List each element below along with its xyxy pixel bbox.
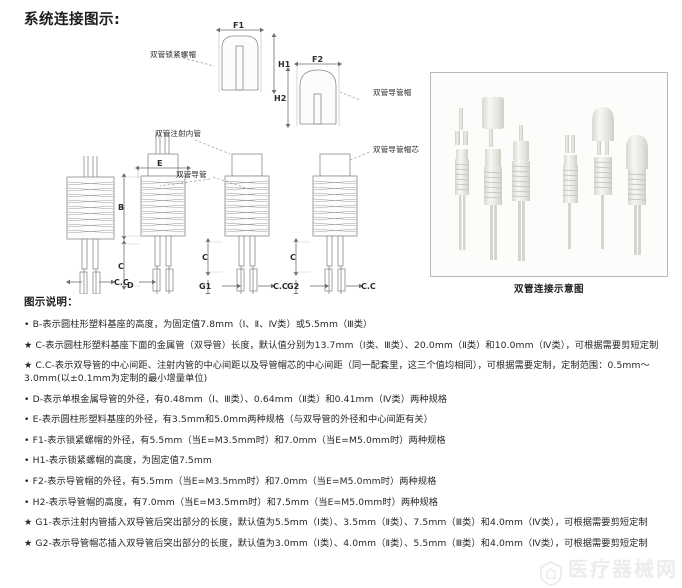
legend-bullet: • xyxy=(24,319,30,330)
photo-caption: 双管连接示意图 xyxy=(513,284,584,295)
callout-lock-nut: 双管锁紧螺帽 xyxy=(150,50,197,59)
part-assembly-right xyxy=(224,153,270,294)
legend-bullet: ★ xyxy=(24,360,33,372)
photo-item-3 xyxy=(511,125,531,261)
legend-bullet: • xyxy=(24,434,30,446)
callout-guide-cap: 双管导管帽 xyxy=(373,88,412,97)
part-lock-nut xyxy=(221,35,259,91)
dimension-label-c-right: C xyxy=(202,253,208,262)
dimension-label-h1: H1 xyxy=(278,60,291,69)
legend-item-f1: • F1-表示锁紧螺帽的外径，有5.5mm（当E=M3.5mm时）和7.0mm（… xyxy=(24,434,670,447)
legend-item-c: ★ C-表示圆柱形塑料基座下面的金属管（双导管）长度，默认值分别为13.7mm（… xyxy=(24,339,670,352)
legend-item-e: • E-表示圆柱形塑料基座的外径，有3.5mm和5.0mm两种规格（与双导管的外… xyxy=(24,413,670,426)
dimension-label-g2: G2 xyxy=(287,282,299,291)
dimension-label-cc-right: C.C xyxy=(361,282,376,291)
leader-guide-cap xyxy=(339,91,361,101)
photo-item-5 xyxy=(592,107,614,249)
part-guide-cap xyxy=(299,69,337,125)
dimension-e xyxy=(135,165,191,178)
legend-text: H2-表示导管帽的高度，有7.0mm（当E=M3.5mm时）和7.5mm（当E=… xyxy=(32,496,439,508)
watermark-text: 医疗器械网 xyxy=(568,557,678,581)
legend-bullet: ★ xyxy=(24,339,33,351)
technical-diagram: F1 H1 F2 H2 B C D E C G1 C G2 C.C C.C C.… xyxy=(0,14,420,294)
legend-bullet: • xyxy=(24,414,30,426)
part-assembly-left xyxy=(66,156,115,294)
dimension-label-g1: G1 xyxy=(199,282,212,291)
legend-bullet: ★ xyxy=(24,517,33,529)
legend-text: E-表示圆柱形塑料基座的外径，有3.5mm和5.0mm两种规格（与双导管的外径和… xyxy=(32,414,433,426)
legend-item-b: • B-表示圆柱形塑料基座的高度，为固定值7.8mm（Ⅰ、Ⅱ、Ⅳ类）或5.5mm… xyxy=(24,318,670,331)
callout-guide-cap-core: 双管导管帽芯 xyxy=(373,145,420,154)
legend-text: H1-表示锁紧螺帽的高度，为固定值7.5mm xyxy=(32,455,212,467)
legend-item-g1: ★ G1-表示注射内管插入双导管后突出部分的长度，默认值为5.5mm（Ⅰ类）、3… xyxy=(24,516,670,529)
legend-item-cc: ★ C.C-表示双导管的中心间距、注射内管的中心间距以及导管帽芯的中心间距（同一… xyxy=(24,359,670,385)
dimension-label-f1: F1 xyxy=(233,21,244,30)
legend-item-g2: ★ G2-表示导管帽芯插入双导管后突出部分的长度，默认值为3.0mm（Ⅰ类）、4… xyxy=(24,537,670,550)
dimension-c-right xyxy=(204,238,222,276)
photo-item-4 xyxy=(562,135,579,249)
dimension-f2 xyxy=(294,61,342,126)
legend-item-h1: • H1-表示锁紧螺帽的高度，为固定值7.5mm xyxy=(24,454,670,467)
legend-text: G2-表示导管帽芯插入双导管后突出部分的长度，默认值为3.0mm（Ⅰ类）、4.0… xyxy=(35,537,648,549)
leader-lock-nut xyxy=(182,57,215,67)
legend-bullet: ★ xyxy=(24,537,33,549)
page-title: 系统连接图示: xyxy=(24,12,121,28)
dimension-label-c-far-right: C xyxy=(290,253,296,262)
watermark-logo-icon xyxy=(540,561,562,586)
dimension-label-f2: F2 xyxy=(312,55,323,64)
legend-text: G1-表示注射内管插入双导管后突出部分的长度，默认值为5.5mm（Ⅰ类）、3.5… xyxy=(35,517,648,529)
legend-block: 图示说明： • B-表示圆柱形塑料基座的高度，为固定值7.8mm（Ⅰ、Ⅱ、Ⅳ类）… xyxy=(24,294,670,557)
diagram-svg: F1 H1 F2 H2 B C D E C G1 C G2 C.C C.C C.… xyxy=(66,21,376,294)
leader-inner-tube xyxy=(194,139,231,155)
dimension-f1 xyxy=(216,27,264,92)
leader-guide-tube-left xyxy=(159,178,211,187)
legend-text: B-表示圆柱形塑料基座的高度，为固定值7.8mm（Ⅰ、Ⅱ、Ⅳ类）或5.5mm（Ⅲ… xyxy=(32,319,373,330)
part-assembly-far-right xyxy=(312,153,358,294)
legend-bullet: • xyxy=(24,393,30,405)
dimension-label-h2: H2 xyxy=(274,94,286,103)
photo-item-2 xyxy=(482,97,504,260)
callout-inner-tube: 双管注射内管 xyxy=(155,129,202,138)
dimension-label-cc-mid: C.C xyxy=(273,282,288,291)
legend-text: C.C-表示双导管的中心间距、注射内管的中心间距以及导管帽芯的中心间距（同一配套… xyxy=(24,360,650,385)
legend-text: D-表示单根金属导管的外径，有0.48mm（Ⅰ、Ⅲ类）、0.64mm（Ⅱ类）和0… xyxy=(32,393,448,405)
photo-item-6 xyxy=(626,135,648,255)
dimension-label-e: E xyxy=(157,159,162,168)
dimension-label-b: B xyxy=(118,203,124,212)
legend-item-d: • D-表示单根金属导管的外径，有0.48mm（Ⅰ、Ⅲ类）、0.64mm（Ⅱ类）… xyxy=(24,393,670,406)
legend-bullet: • xyxy=(24,455,30,467)
dimension-label-c-mid: C xyxy=(118,262,124,271)
leader-guide-cap-core xyxy=(349,151,371,161)
part-assembly-middle xyxy=(140,132,186,294)
legend-text: F1-表示锁紧螺帽的外径，有5.5mm（当E=M3.5mm时）和7.0mm（当E… xyxy=(32,434,446,446)
leader-guide-tube-right xyxy=(212,176,253,191)
dimension-label-cc-left: C.C xyxy=(114,278,129,287)
legend-heading: 图示说明： xyxy=(24,296,78,308)
dimension-c-middle xyxy=(120,240,140,290)
dimension-c-far-right xyxy=(292,238,310,276)
legend-bullet: • xyxy=(24,476,30,487)
dimension-label-d: D xyxy=(127,281,134,290)
product-photo-illustration xyxy=(431,73,667,276)
product-photo xyxy=(430,72,668,277)
legend-item-h2: • H2-表示导管帽的高度，有7.0mm（当E=M3.5mm时）和7.5mm（当… xyxy=(24,496,670,509)
product-photo-area: 双管连接示意图 xyxy=(424,72,676,302)
dimension-b xyxy=(120,173,140,240)
legend-bullet: • xyxy=(24,496,30,508)
legend-text: C-表示圆柱形塑料基座下面的金属管（双导管）长度，默认值分别为13.7mm（Ⅰ类… xyxy=(35,339,659,351)
legend-text: F2-表示导管帽的外径，有5.5mm（当E=M3.5mm时）和7.0mm（当E=… xyxy=(32,476,437,487)
legend-item-f2: • F2-表示导管帽的外径，有5.5mm（当E=M3.5mm时）和7.0mm（当… xyxy=(24,475,670,488)
callout-guide-tube: 双管导管 xyxy=(176,170,207,179)
photo-item-1 xyxy=(454,108,470,250)
